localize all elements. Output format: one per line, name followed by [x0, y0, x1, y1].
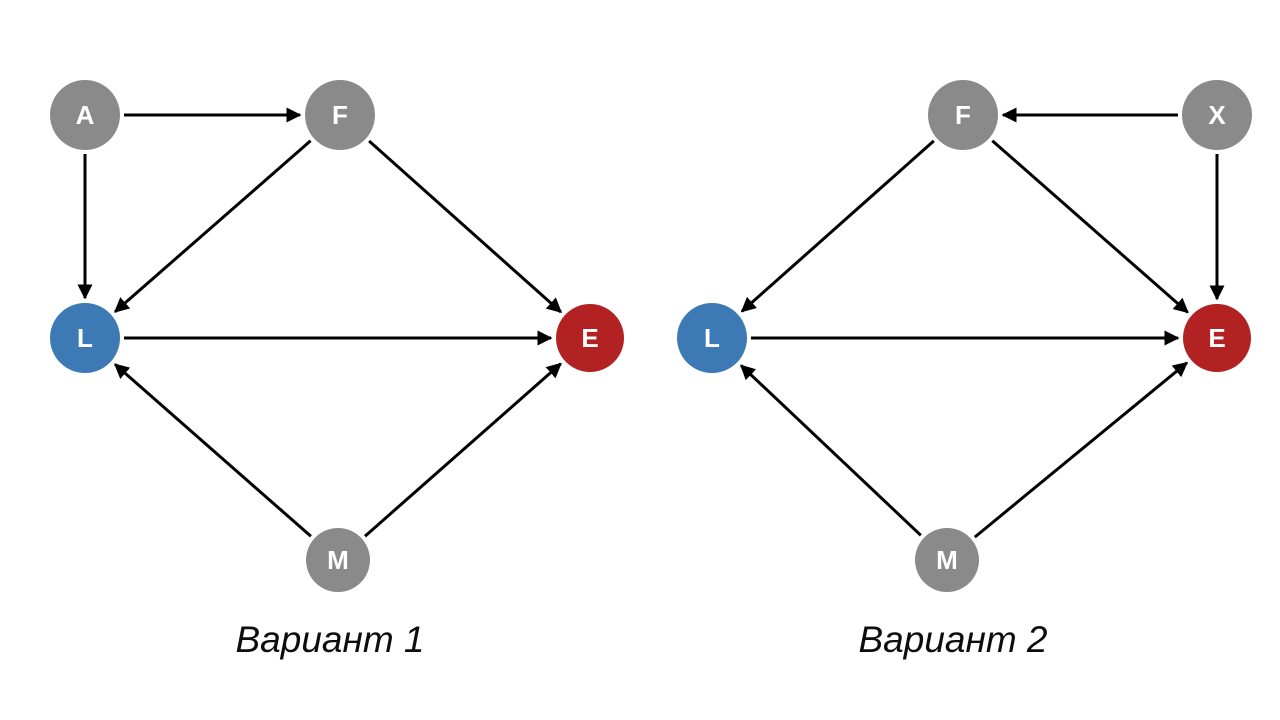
diagram-variant-2: F X L E M	[677, 80, 1252, 592]
node-label-L: L	[704, 323, 720, 353]
node-label-F: F	[332, 100, 348, 130]
node-circle-F	[928, 80, 998, 150]
node-label-M: M	[936, 545, 958, 575]
node-circle-E	[1183, 304, 1251, 372]
edge-F-to-L	[113, 139, 312, 313]
node-circle-M	[915, 528, 979, 592]
node-F: F	[305, 80, 375, 150]
edge-M-to-E	[364, 362, 562, 538]
node-X: X	[1182, 80, 1252, 150]
edge-F-to-L	[740, 139, 935, 313]
node-E: E	[556, 304, 624, 372]
node-A: A	[50, 80, 120, 150]
node-M: M	[306, 528, 370, 592]
node-M: M	[915, 528, 979, 592]
node-label-F: F	[955, 100, 971, 130]
edge-F-to-E	[368, 139, 563, 314]
caption-variant-1: Вариант 1	[235, 619, 424, 660]
node-circle-L	[50, 303, 120, 373]
node-circle-M	[306, 528, 370, 592]
node-F: F	[928, 80, 998, 150]
edge-M-to-E	[973, 361, 1189, 539]
node-L: L	[50, 303, 120, 373]
node-circle-X	[1182, 80, 1252, 150]
diagram-variant-1: A F L E M	[50, 80, 624, 592]
node-label-M: M	[327, 545, 349, 575]
node-L: L	[677, 303, 747, 373]
caption-variant-2: Вариант 2	[858, 619, 1047, 660]
edge-F-to-E	[991, 139, 1189, 314]
node-circle-A	[50, 80, 120, 150]
node-label-E: E	[1208, 323, 1225, 353]
node-label-E: E	[581, 323, 598, 353]
edge-M-to-L	[740, 364, 922, 537]
node-label-L: L	[77, 323, 93, 353]
node-label-X: X	[1208, 100, 1226, 130]
node-circle-L	[677, 303, 747, 373]
node-circle-E	[556, 304, 624, 372]
node-circle-F	[305, 80, 375, 150]
node-label-A: A	[76, 100, 95, 130]
node-E: E	[1183, 304, 1251, 372]
edge-M-to-L	[113, 363, 312, 538]
